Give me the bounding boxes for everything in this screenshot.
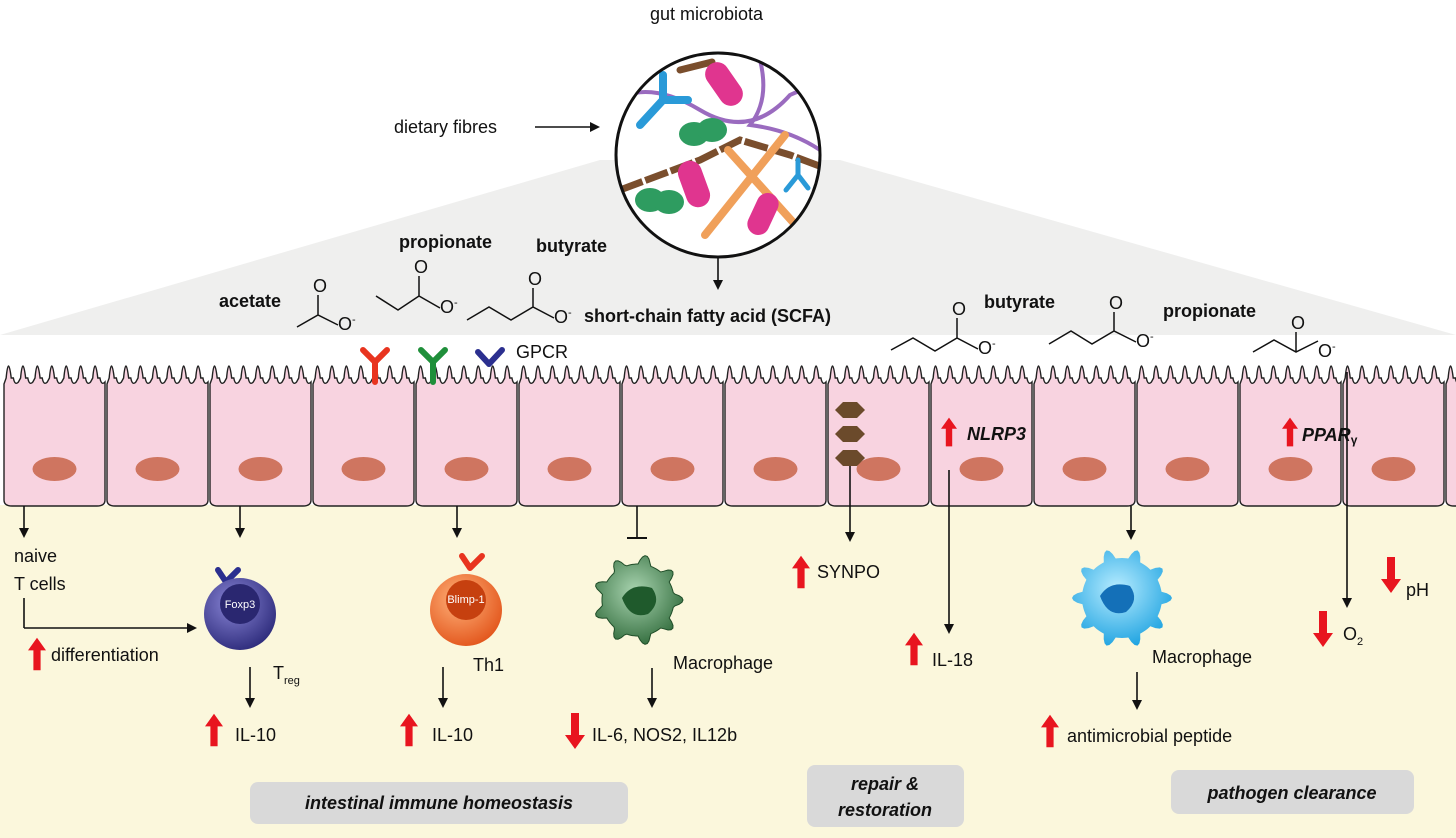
naive-label-line1: naive	[14, 546, 57, 566]
il10-treg-label: IL-10	[235, 725, 276, 745]
acetate-oxygen: O	[313, 276, 327, 296]
category-box-repair	[807, 765, 964, 827]
naive-label-line2: T cells	[14, 574, 66, 594]
gpcr-red-icon	[360, 347, 390, 385]
cell-nucleus	[32, 457, 77, 481]
cell-nucleus	[341, 457, 386, 481]
cell-nucleus	[650, 457, 695, 481]
blimp1-label: Blimp-1	[447, 594, 484, 606]
macrophage-right-label: Macrophage	[1152, 647, 1252, 667]
ppar-label: PPARγ	[1302, 425, 1358, 447]
il10-th1-label: IL-10	[432, 725, 473, 745]
epithelial-cell	[1342, 365, 1445, 507]
macrophage-right	[1072, 550, 1172, 646]
epithelial-cell	[724, 365, 827, 507]
cell-nucleus	[1062, 457, 1107, 481]
synpo-label: SYNPO	[817, 562, 880, 582]
nlrp3-label: NLRP3	[967, 424, 1026, 444]
butyrate-oxygen: O	[528, 269, 542, 289]
epithelial-cell	[3, 365, 106, 507]
microbiota-title: gut microbiota	[650, 4, 764, 24]
scfa-label: short-chain fatty acid (SCFA)	[584, 306, 831, 326]
epithelial-cell	[312, 365, 415, 507]
repair-label-line2: restoration	[838, 800, 932, 820]
cell-nucleus	[1371, 457, 1416, 481]
cell-nucleus	[135, 457, 180, 481]
epithelial-cell	[106, 365, 209, 507]
th1-label: Th1	[473, 655, 504, 675]
arrows	[19, 122, 1352, 710]
treg-label: Treg	[273, 663, 300, 687]
epithelial-cell	[827, 365, 930, 507]
cell-nucleus	[856, 457, 901, 481]
il18-label: IL-18	[932, 650, 973, 670]
cell-nucleus	[547, 457, 592, 481]
treg-cell	[204, 567, 276, 650]
macrophage-left	[595, 555, 684, 645]
cell-nucleus	[753, 457, 798, 481]
butyrate-mid-oxygen-minus: O-	[1136, 331, 1154, 351]
epithelial-cell	[621, 365, 724, 507]
macrophage-left-label: Macrophage	[673, 653, 773, 673]
category-box-homeostasis	[250, 782, 628, 824]
synpo-vesicles	[835, 402, 865, 466]
gpcr-green-icon	[418, 347, 448, 385]
ph-label: pH	[1406, 580, 1429, 600]
propionate-right-oxygen: O	[1291, 313, 1305, 333]
microbiota-circle	[614, 51, 822, 259]
gpcr-receptors	[360, 347, 505, 385]
cell-nucleus	[1268, 457, 1313, 481]
butyrate-label: butyrate	[536, 236, 607, 256]
propionate-right-label: propionate	[1163, 301, 1256, 321]
cell-nucleus	[1165, 457, 1210, 481]
th1-receptor-icon	[459, 553, 485, 571]
cell-nucleus	[238, 457, 283, 481]
butyrate-mid-oxygen: O	[1109, 293, 1123, 313]
cell-nucleus	[444, 457, 489, 481]
category-box-pathogen	[1171, 770, 1414, 814]
epithelial-cell	[1033, 365, 1136, 507]
propionate-oxygen: O	[414, 257, 428, 277]
o2-label: O2	[1343, 624, 1363, 648]
epithelial-cell	[415, 365, 518, 507]
antimicrobial-peptide-label: antimicrobial peptide	[1067, 726, 1232, 746]
acetate-label: acetate	[219, 291, 281, 311]
propionate-oxygen-minus: O-	[440, 297, 458, 317]
differentiation-label: differentiation	[51, 645, 159, 665]
th1-cell	[430, 553, 502, 646]
epithelial-cell	[518, 365, 621, 507]
propionate-right-oxygen-minus: O-	[1318, 341, 1336, 361]
epithelial-cell	[209, 365, 312, 507]
foxp3-label: Foxp3	[225, 599, 256, 611]
gpcr-label: GPCR	[516, 342, 568, 362]
chem-structures	[296, 276, 1319, 353]
gpcr-blue-icon	[475, 347, 505, 367]
butyrate-right-oxygen: O	[952, 299, 966, 319]
epithelial-cell	[930, 365, 1033, 507]
acetate-oxygen-minus: O-	[338, 314, 356, 334]
butyrate-right-oxygen-minus: O-	[978, 338, 996, 358]
repair-label-line1: repair &	[851, 774, 919, 794]
treg-receptor-icon	[215, 567, 241, 585]
cell-nucleus	[959, 457, 1004, 481]
homeostasis-label: intestinal immune homeostasis	[305, 793, 573, 813]
epithelium	[3, 365, 1456, 507]
epithelial-cell	[1445, 365, 1456, 507]
propionate-label: propionate	[399, 232, 492, 252]
inflammatory-cytokines-label: IL-6, NOS2, IL12b	[592, 725, 737, 745]
butyrate-oxygen-minus: O-	[554, 307, 572, 327]
epithelial-cell	[1136, 365, 1239, 507]
butyrate-right-label: butyrate	[984, 292, 1055, 312]
dietary-fibres-label: dietary fibres	[394, 117, 497, 137]
pathogen-label: pathogen clearance	[1206, 783, 1376, 803]
